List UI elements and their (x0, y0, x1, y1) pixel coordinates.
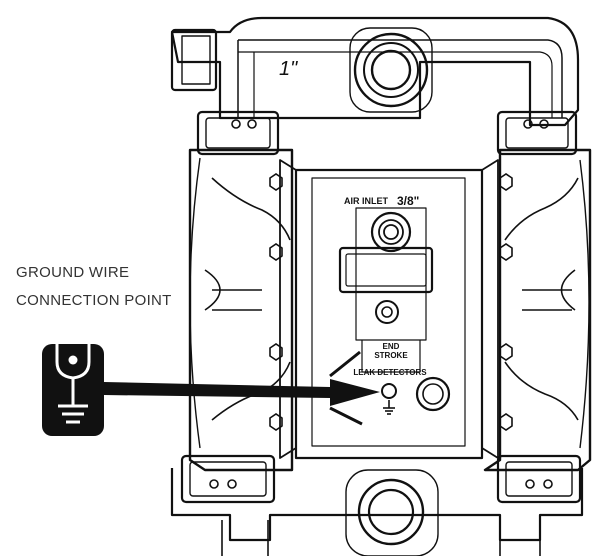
callout-label-line2: CONNECTION POINT (16, 292, 172, 309)
end-stroke-label-line2: STROKE (374, 351, 408, 360)
air-inlet-size-label: 3/8" (397, 194, 419, 208)
end-stroke-label-line1: END (383, 342, 400, 351)
bolt-heads (209, 119, 553, 489)
leak-detectors-label: LEAK DETECTORS (353, 368, 427, 377)
air-inlet-label: AIR INLET (344, 196, 389, 206)
callout-label-line1: GROUND WIRE (16, 264, 130, 281)
chassis-ground-icon (383, 400, 395, 415)
inlet-size-label: 1" (279, 58, 298, 80)
ground-symbol-icon (42, 344, 104, 436)
pump-body (170, 16, 592, 556)
ground-callout-arrow (104, 350, 380, 426)
